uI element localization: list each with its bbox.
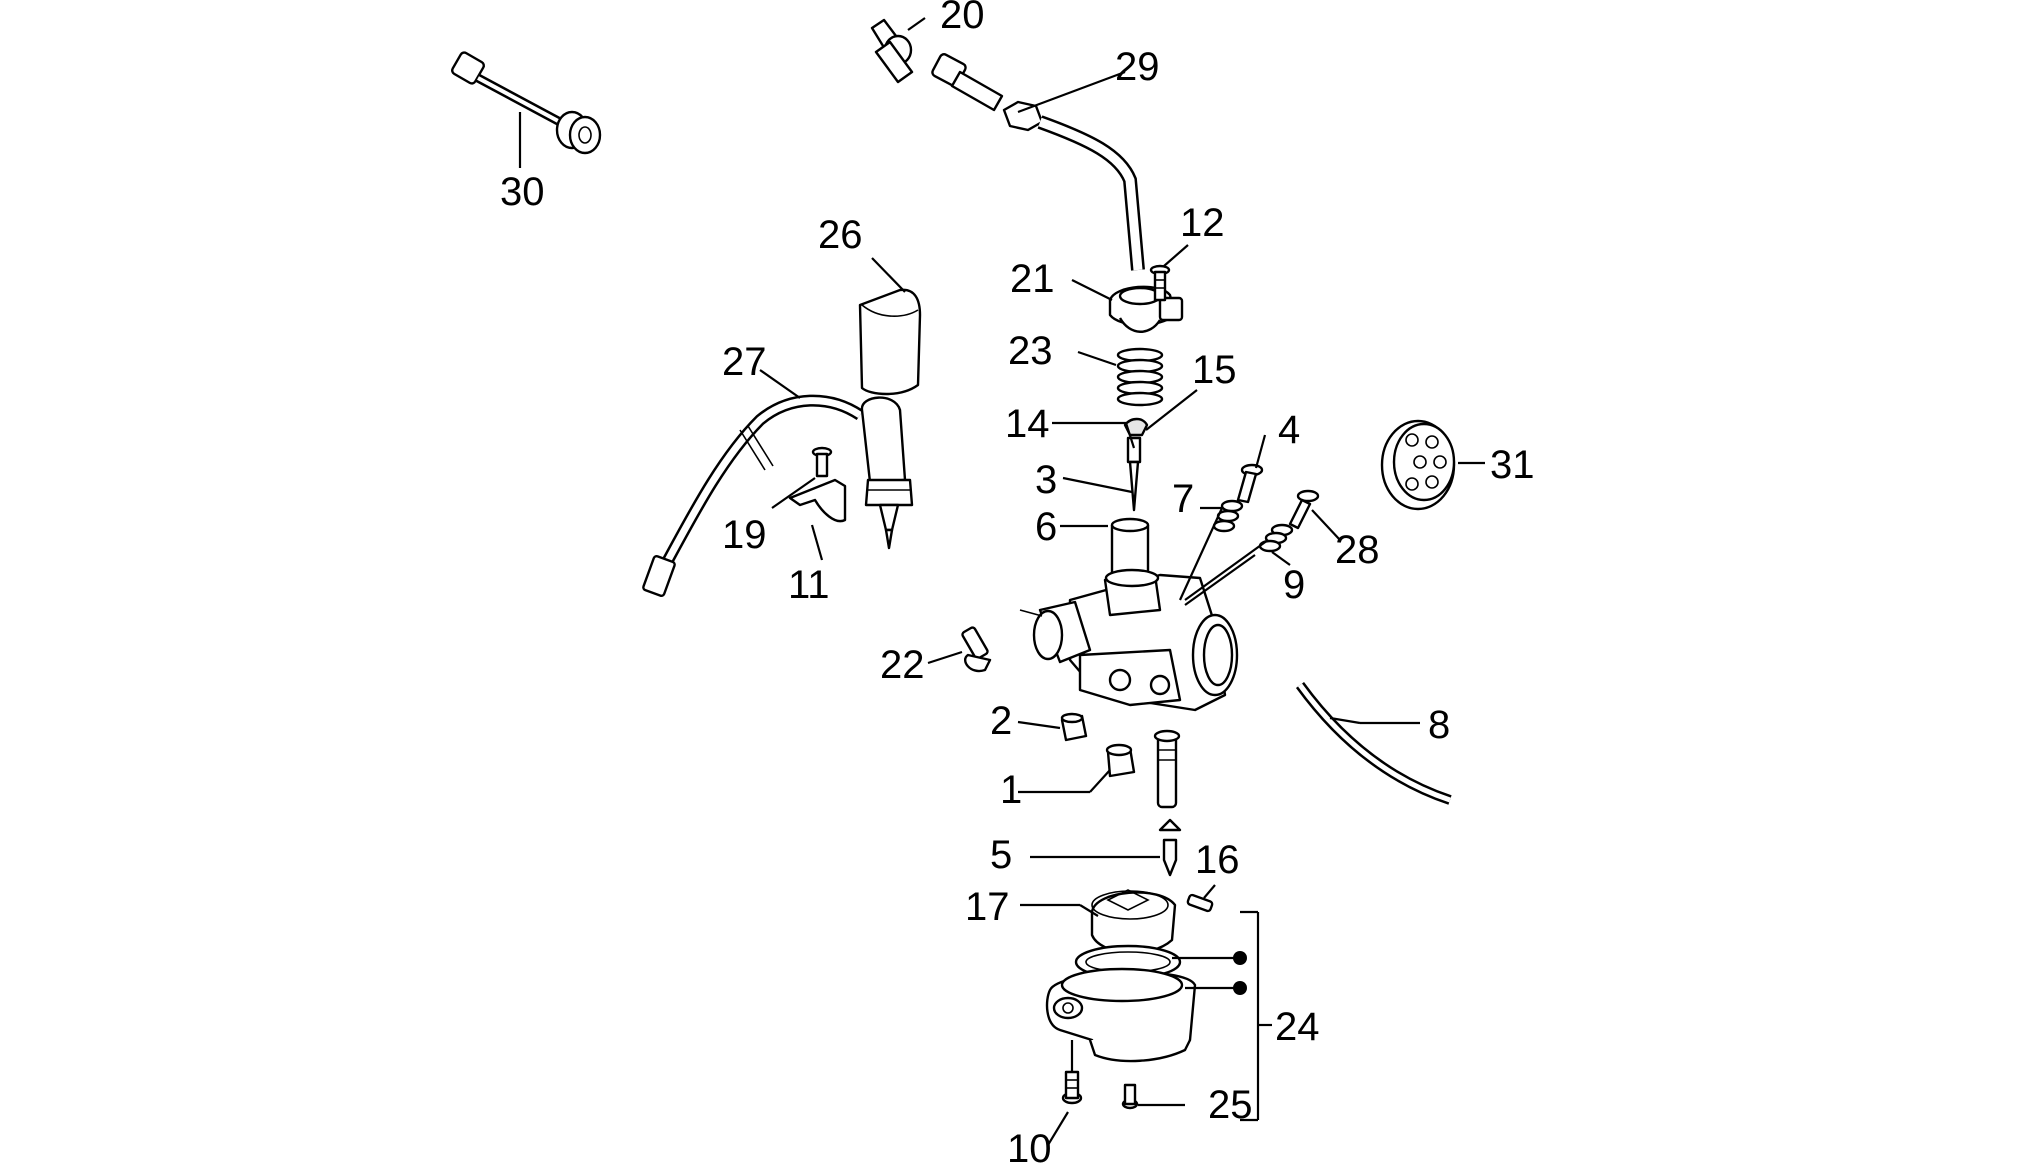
part-16-pin xyxy=(1186,893,1214,913)
part-23-spring xyxy=(1116,347,1164,407)
part-30-bolt xyxy=(451,51,602,155)
label-1: 1 xyxy=(1000,768,1022,812)
group-bracket-24 xyxy=(1172,910,1272,1122)
part-5-needle-valve xyxy=(1158,818,1182,877)
label-14: 14 xyxy=(1005,402,1050,446)
part-2-jet xyxy=(1060,712,1088,742)
part-9-spring xyxy=(1258,523,1294,553)
part-22-wing-screw xyxy=(961,626,992,673)
label-17: 17 xyxy=(965,885,1010,929)
part-31-cover xyxy=(1380,419,1456,511)
label-23: 23 xyxy=(1008,329,1053,373)
label-28: 28 xyxy=(1335,528,1380,572)
part-25-screw xyxy=(1121,1083,1139,1110)
label-19: 19 xyxy=(722,513,767,557)
label-20: 20 xyxy=(940,0,985,37)
part-21-top-cap xyxy=(1108,285,1184,333)
part-11-clamp xyxy=(788,478,847,523)
part-10-screw xyxy=(1061,1070,1083,1105)
label-6: 6 xyxy=(1035,505,1057,549)
part-27-starter xyxy=(642,394,914,598)
callout-labels: 1 2 3 4 5 6 7 8 9 10 11 12 14 15 16 17 1… xyxy=(500,0,1535,1165)
label-16: 16 xyxy=(1195,838,1240,882)
label-22: 22 xyxy=(880,643,925,687)
part-4-screw xyxy=(1236,463,1264,504)
label-26: 26 xyxy=(818,213,863,257)
label-15: 15 xyxy=(1192,348,1237,392)
label-21: 21 xyxy=(1010,257,1055,301)
carburetor-body xyxy=(1019,568,1239,712)
label-2: 2 xyxy=(990,699,1012,743)
label-24: 24 xyxy=(1275,1005,1320,1049)
label-8: 8 xyxy=(1428,703,1450,747)
part-14-3-needle xyxy=(1126,436,1142,512)
label-4: 4 xyxy=(1278,408,1300,452)
label-11: 11 xyxy=(788,563,830,607)
emulsion-tube xyxy=(1153,729,1181,809)
label-5: 5 xyxy=(990,833,1012,877)
label-10: 10 xyxy=(1007,1127,1052,1165)
leader-lines xyxy=(518,17,1485,1146)
part-12-screw xyxy=(1149,264,1171,302)
label-25: 25 xyxy=(1208,1083,1253,1127)
label-3: 3 xyxy=(1035,458,1057,502)
part-17-float xyxy=(1090,889,1177,954)
part-1-main-jet xyxy=(1105,743,1136,778)
label-27: 27 xyxy=(722,340,767,384)
part-8-hose xyxy=(1295,682,1452,805)
label-7: 7 xyxy=(1172,477,1194,521)
part-19-screw xyxy=(811,446,833,478)
label-31: 31 xyxy=(1490,443,1535,487)
part-28-screw xyxy=(1288,489,1320,530)
part-29-cable-tube xyxy=(931,53,1145,271)
label-30: 30 xyxy=(500,170,545,214)
label-9: 9 xyxy=(1283,563,1305,607)
label-29: 29 xyxy=(1115,45,1160,89)
part-15-clip xyxy=(1123,417,1149,437)
part-20-adjuster xyxy=(870,18,914,84)
part-26-boot xyxy=(858,288,922,396)
float-bowl xyxy=(1045,967,1197,1063)
label-12: 12 xyxy=(1180,201,1225,245)
